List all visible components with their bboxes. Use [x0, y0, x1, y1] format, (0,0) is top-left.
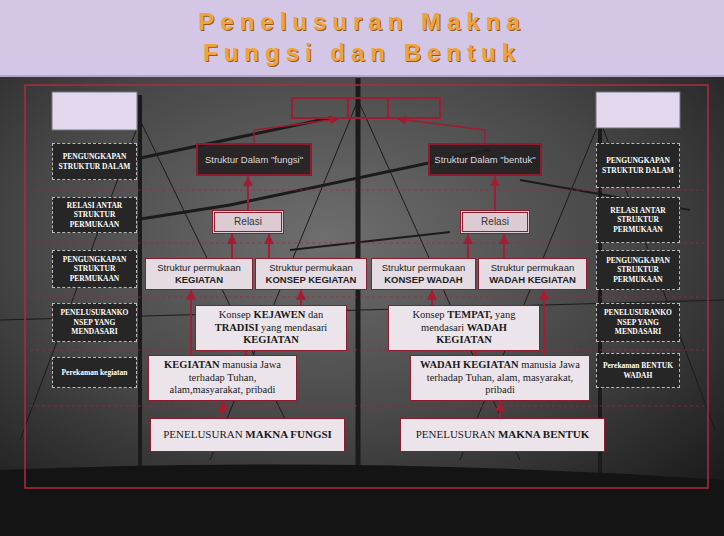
- row-label: RELASI ANTAR STRUKTUR PERMUKAAN: [52, 197, 137, 233]
- row-label: PENGUNGKAPAN STRUKTUR DALAM: [52, 143, 137, 180]
- connector-arrow: [222, 401, 224, 418]
- connector-arrow: [231, 234, 233, 258]
- trace-box: PENELUSURAN MAKNA BENTUK: [400, 418, 605, 452]
- concept-box: Konsep TEMPAT, yang mendasari WADAH KEGI…: [388, 305, 540, 351]
- deep-structure-box: Struktur Dalam "bentuk": [428, 143, 542, 176]
- node-text: Struktur Dalam "fungsi": [205, 154, 303, 165]
- row-label: PENGUNGKAPAN STRUKTUR PERMUKAAN: [52, 250, 137, 288]
- connector-arrow: [247, 176, 249, 210]
- node-text: PENELUSURAN MAKNA BENTUK: [416, 428, 590, 441]
- concept-box: Konsep KEJAWEN dan TRADISI yang mendasar…: [195, 305, 347, 351]
- connector-arrow: [190, 290, 192, 355]
- node-text: KEGIATAN manusia Jawa terhadap Tuhan, al…: [154, 359, 291, 397]
- row-label: PENELUSURANKO NSEP YANG MENDASARI: [52, 303, 137, 342]
- node-text: PENELUSURANKO NSEP YANG MENDASARI: [56, 308, 133, 336]
- connector-arrow: [494, 176, 496, 210]
- node-text: Perekaman kegiatan: [62, 368, 128, 377]
- connector-arrow: [503, 234, 505, 258]
- title-band: [0, 0, 724, 76]
- empty-box: [52, 92, 137, 130]
- row-guides: [30, 190, 704, 406]
- top-links: [254, 119, 485, 143]
- node-text: WADAH KEGIATAN manusia Jawa terhadap Tuh…: [416, 359, 584, 397]
- activity-box: KEGIATAN manusia Jawa terhadap Tuhan, al…: [148, 355, 297, 401]
- node-text: PENELUSURANKO NSEP YANG MENDASARI: [600, 308, 676, 336]
- surface-box: Struktur permukaan KONSEP WADAH: [371, 258, 476, 290]
- row-label: PENELUSURANKO NSEP YANG MENDASARI: [596, 303, 680, 342]
- title-text: Penelusuran Makna Fungsi dan Bentuk: [142, 6, 582, 68]
- activity-box: WADAH KEGIATAN manusia Jawa terhadap Tuh…: [410, 355, 590, 401]
- row-label: PENGUNGKAPAN STRUKTUR PERMUKAAN: [596, 250, 680, 290]
- connector-arrow: [300, 290, 302, 305]
- node-text: Konsep TEMPAT, yang mendasari WADAH KEGI…: [394, 309, 534, 347]
- top-boxes: [292, 98, 440, 118]
- empty-box: [596, 92, 680, 128]
- connector-arrow: [467, 234, 469, 258]
- node-text: PENGUNGKAPAN STRUKTUR DALAM: [56, 152, 133, 171]
- relation-box: Relasi: [212, 210, 284, 234]
- connector-arrow: [268, 234, 270, 258]
- row-label: Perekaman BENTUK WADAH: [596, 353, 680, 388]
- relation-box: Relasi: [460, 210, 530, 234]
- connector-arrow: [431, 290, 433, 305]
- node-text: Relasi: [234, 216, 262, 228]
- ship-masts: [0, 78, 724, 536]
- node-text: Struktur permukaan KEGIATAN: [149, 262, 249, 286]
- row-label: PENGUNGKAPAN STRUKTUR DALAM: [596, 143, 680, 188]
- trace-box: PENELUSURAN MAKNA FUNGSI: [150, 418, 345, 452]
- node-text: Konsep KEJAWEN dan TRADISI yang mendasar…: [201, 309, 341, 347]
- node-text: PENGUNGKAPAN STRUKTUR PERMUKAAN: [600, 256, 676, 284]
- node-text: RELASI ANTAR STRUKTUR PERMUKAAN: [56, 201, 133, 229]
- node-text: PENGUNGKAPAN STRUKTUR DALAM: [600, 156, 676, 175]
- node-text: PENELUSURAN MAKNA FUNGSI: [163, 428, 332, 441]
- node-text: RELASI ANTAR STRUKTUR PERMUKAAN: [600, 206, 676, 234]
- connector-arrow: [543, 290, 545, 355]
- row-label: RELASI ANTAR STRUKTUR PERMUKAAN: [596, 197, 680, 243]
- surface-box: Struktur permukaan KONSEP KEGIATAN: [255, 258, 367, 290]
- node-text: Perekaman BENTUK WADAH: [600, 361, 676, 380]
- node-text: Struktur permukaan KONSEP KEGIATAN: [259, 262, 363, 286]
- node-text: Struktur Dalam "bentuk": [434, 154, 535, 165]
- connector-arrow: [499, 401, 501, 418]
- surface-box: Struktur permukaan KEGIATAN: [145, 258, 253, 290]
- node-text: Struktur permukaan WADAH KEGIATAN: [482, 262, 583, 286]
- surface-box: Struktur permukaan WADAH KEGIATAN: [478, 258, 587, 290]
- node-text: PENGUNGKAPAN STRUKTUR PERMUKAAN: [56, 255, 133, 283]
- deep-structure-box: Struktur Dalam "fungsi": [196, 143, 312, 176]
- title: Penelusuran Makna Fungsi dan Bentuk: [142, 6, 582, 68]
- node-text: Struktur permukaan KONSEP WADAH: [375, 262, 472, 286]
- node-text: Relasi: [481, 216, 509, 228]
- frame: [25, 85, 708, 488]
- row-label: Perekaman kegiatan: [52, 357, 137, 388]
